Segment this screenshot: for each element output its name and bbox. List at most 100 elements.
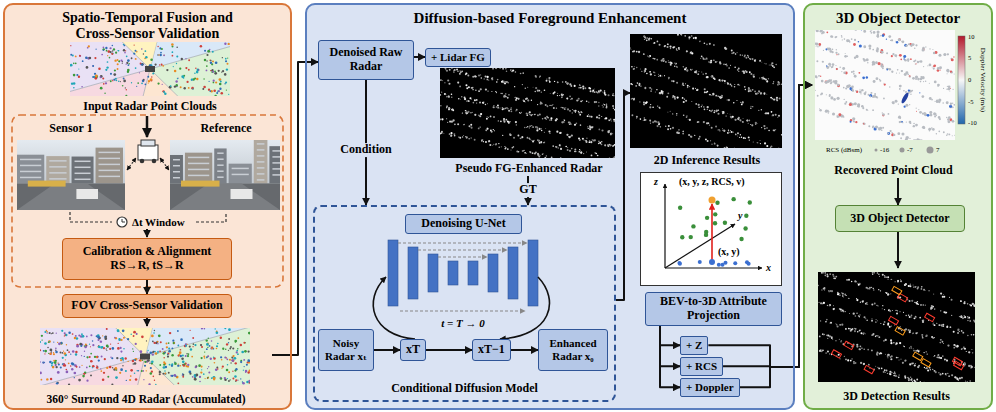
point <box>494 130 495 131</box>
point <box>695 103 697 105</box>
point <box>561 94 563 96</box>
radar-point <box>75 351 77 353</box>
point <box>536 129 538 131</box>
radar-point <box>67 349 69 351</box>
point <box>639 83 641 85</box>
radar-point <box>180 86 182 88</box>
point <box>706 58 708 60</box>
radar-point <box>86 336 88 338</box>
radar-point <box>187 355 189 357</box>
point <box>588 128 589 129</box>
point <box>604 144 606 146</box>
radar-point <box>163 54 165 56</box>
radar-point <box>150 58 153 61</box>
point <box>444 68 446 69</box>
radar-point <box>40 341 41 343</box>
point <box>560 145 561 146</box>
point <box>742 101 743 102</box>
point <box>560 132 562 134</box>
radar-point <box>247 350 249 352</box>
radar-point <box>94 73 96 75</box>
point <box>689 119 691 121</box>
point <box>745 137 746 138</box>
point <box>606 105 608 107</box>
point <box>667 128 669 130</box>
point <box>711 75 713 77</box>
radar-point <box>160 54 162 56</box>
point <box>505 96 506 97</box>
point <box>612 105 614 107</box>
point <box>505 119 507 121</box>
point <box>646 101 648 103</box>
point <box>772 115 773 116</box>
point <box>537 104 538 105</box>
point <box>662 60 664 62</box>
point <box>684 98 685 99</box>
point <box>750 73 752 75</box>
point <box>444 93 446 95</box>
radar-point <box>245 370 248 373</box>
radar-point <box>213 89 216 92</box>
point <box>446 96 447 97</box>
radar-point <box>95 75 98 78</box>
point <box>744 55 745 56</box>
point <box>606 103 607 104</box>
point <box>574 149 576 151</box>
point <box>775 114 777 116</box>
point <box>702 105 703 106</box>
radar-point <box>79 55 81 57</box>
radar-point <box>195 366 197 368</box>
point <box>504 95 506 97</box>
point <box>563 108 565 110</box>
point <box>504 148 505 149</box>
radar-point <box>248 332 250 335</box>
radar-point <box>150 367 152 369</box>
point <box>744 56 746 58</box>
point <box>500 68 502 69</box>
radar-point <box>228 328 231 331</box>
radar-point <box>129 379 131 381</box>
point <box>716 109 718 111</box>
radar-point <box>50 353 52 355</box>
radar-point <box>172 340 174 342</box>
radar-point <box>192 376 194 378</box>
radar-point <box>151 335 154 338</box>
point <box>529 139 530 140</box>
point <box>532 140 534 142</box>
point <box>444 82 445 83</box>
point <box>749 139 750 140</box>
point <box>542 154 543 155</box>
point <box>639 85 640 86</box>
radar-point <box>232 371 233 372</box>
point <box>533 140 534 141</box>
point <box>713 111 715 113</box>
radar-point <box>184 345 186 347</box>
point <box>578 112 580 114</box>
radar-point <box>206 348 208 350</box>
point <box>675 64 676 65</box>
radar-point <box>203 373 205 375</box>
point <box>745 89 746 90</box>
point <box>563 94 564 95</box>
point <box>736 100 737 101</box>
point <box>570 123 572 125</box>
radar-point <box>194 77 196 79</box>
point <box>602 91 603 92</box>
point <box>659 92 661 94</box>
radar-point <box>119 338 121 340</box>
point <box>582 88 584 90</box>
point <box>487 128 489 130</box>
radar-point <box>43 362 44 363</box>
radar-point <box>176 84 178 86</box>
point <box>448 107 450 109</box>
radar-point <box>140 62 142 64</box>
point <box>579 114 581 116</box>
point <box>546 155 547 156</box>
radar-point <box>72 350 75 353</box>
window-row <box>75 161 91 163</box>
radar-point <box>169 86 172 89</box>
radar-point <box>208 372 210 374</box>
radar-point <box>248 380 250 382</box>
point <box>524 152 526 154</box>
window-row <box>257 167 265 169</box>
